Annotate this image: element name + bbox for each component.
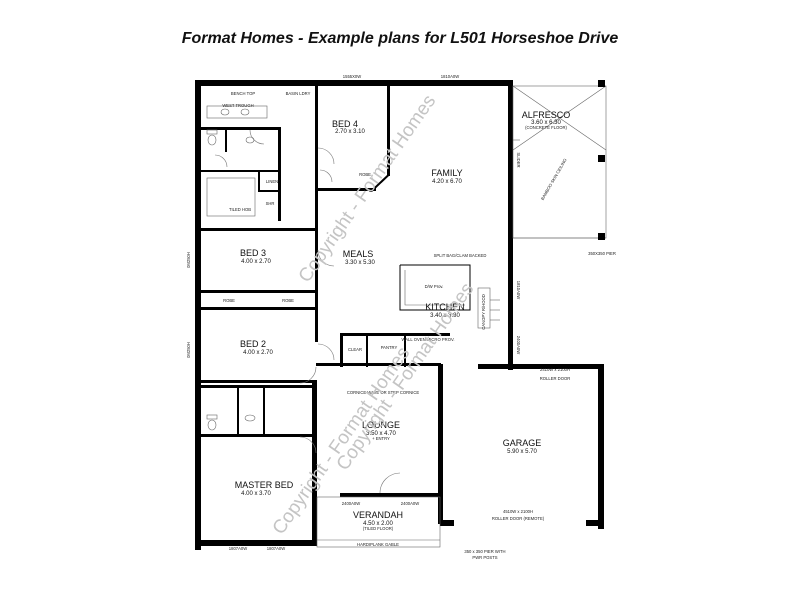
label-roller-bottom: 4510W x 2100H: [503, 509, 533, 514]
plan-title: Format Homes - Example plans for L501 Ho…: [181, 30, 619, 47]
bed4-name: BED 4: [332, 119, 358, 129]
label-win-ver1: 2400A0W: [342, 501, 360, 506]
room-family: FAMILY 4.20 x 6.70: [431, 168, 462, 185]
meals-dims: 3.30 x 5.30: [345, 260, 375, 266]
room-meals: MEALS 3.30 x 5.30: [343, 249, 376, 266]
bed2-name: BED 2: [240, 339, 266, 349]
label-win-left1: 0M250H: [186, 252, 191, 268]
label-shr: SHR: [266, 201, 275, 206]
room-garage: GARAGE 5.90 x 5.70: [503, 438, 542, 455]
label-split-bag: SPLIT BAG/CLAM BACKED: [434, 253, 487, 258]
bed2-dims: 4.00 x 2.70: [243, 350, 273, 356]
label-pier-note2: PWR POSTS: [472, 555, 497, 560]
label-slider: SLIDER: [516, 152, 521, 167]
label-canopy-rhood: CANOPY R/HOOD: [481, 294, 486, 330]
label-pier-note: 350 x 350 PIER WITH: [464, 549, 505, 554]
door-swings: [214, 129, 401, 494]
room-kitchen: KITCHEN 3.40 x 3.80: [425, 302, 465, 319]
label-robe-bed4: ROBE: [359, 172, 371, 177]
label-win-top2: 1810A0W: [441, 74, 459, 79]
room-alfresco: ALFRESCO 3.60 x 6.30 (CONCRETE FLOOR): [522, 110, 571, 130]
verandah-dims: 4.50 x 2.00: [363, 521, 393, 527]
label-win-mid1: 1810A0W: [516, 281, 521, 299]
fixtures: [206, 105, 268, 431]
label-win-mid2: 2400A0W: [516, 336, 521, 354]
lounge-name: LOUNGE: [362, 420, 400, 430]
label-win-left2: 0M250H: [186, 342, 191, 358]
label-bench-top: BENCH TOP: [231, 91, 255, 96]
alfresco-dims: 3.60 x 6.30: [531, 120, 561, 126]
room-bed4: BED 4 2.70 x 3.10: [332, 119, 366, 135]
label-bamboo: BAMBOO SKIN CEILING: [540, 158, 568, 201]
room-verandah: VERANDAH 4.50 x 2.00 (TILED FLOOR): [353, 510, 403, 531]
watermark-3: Copyright - Format Homes: [333, 279, 479, 474]
verandah-note: (TILED FLOOR): [363, 526, 394, 531]
bed3-name: BED 3: [240, 248, 266, 258]
bed4-dims: 2.70 x 3.10: [335, 129, 365, 135]
room-bed3: BED 3 4.00 x 2.70: [240, 248, 272, 265]
label-dw-prov: D/W Prov.: [425, 284, 444, 289]
label-tiled-hob: TILED HOB: [229, 207, 251, 212]
label-roller-top2: ROLLER DOOR: [540, 376, 570, 381]
lounge-dims: 3.50 x 4.70: [366, 431, 396, 437]
meals-name: MEALS: [343, 249, 374, 259]
alfresco-note: (CONCRETE FLOOR): [525, 125, 567, 130]
label-cornice: CORNICE WAVE OR STEP CORNICE: [347, 390, 419, 395]
label-wall-oven: WALL OVEN MICRO PROV.: [401, 337, 454, 342]
label-win-top1: 1555X0W: [343, 74, 361, 79]
family-name: FAMILY: [431, 168, 462, 178]
label-robe-bed3: ROBE: [223, 298, 235, 303]
garage-dims: 5.90 x 5.70: [507, 449, 537, 455]
label-roller-bottom2: ROLLER DOOR (REMOTE): [492, 516, 545, 521]
label-win-bot2: 1807A0W: [267, 546, 285, 551]
master-dims: 4.00 x 3.70: [241, 491, 271, 497]
label-robe-bed2: ROBE: [282, 298, 294, 303]
label-pantry: PANTRY: [381, 345, 398, 350]
bed3-dims: 4.00 x 2.70: [241, 259, 271, 265]
label-linen: LINEN: [266, 179, 278, 184]
room-bed2: BED 2 4.00 x 2.70: [240, 339, 274, 356]
verandah-name: VERANDAH: [353, 510, 403, 520]
master-name: MASTER BED: [235, 480, 294, 490]
kitchen-dims: 3.40 x 3.80: [430, 313, 460, 319]
walls: [195, 80, 604, 550]
kitchen-name: KITCHEN: [425, 302, 465, 312]
garage-name: GARAGE: [503, 438, 542, 448]
label-roller-top: 2410W x 2100H: [540, 367, 570, 372]
label-basin-ldry: BASIN LDRY: [286, 91, 311, 96]
kitchen-bench: [399, 264, 500, 329]
lounge-note: + ENTRY: [372, 436, 390, 441]
room-lounge: LOUNGE 3.50 x 4.70 + ENTRY: [362, 420, 400, 441]
alfresco-name: ALFRESCO: [522, 110, 571, 120]
family-dims: 4.20 x 6.70: [432, 179, 462, 185]
watermarks: Copyright - Format Homes Copyright - For…: [269, 91, 479, 538]
label-win-ver2: 2400A0W: [401, 501, 419, 506]
room-master: MASTER BED 4.00 x 3.70: [235, 480, 294, 497]
label-hardiplank: HARDIPLANK GABLE: [357, 542, 399, 547]
label-pier-right: 350X350 PIER: [588, 251, 616, 256]
alfresco-structure: [512, 80, 607, 240]
label-wet-trough: WEST TROUGH: [222, 103, 253, 108]
label-clear: CLEAR: [348, 347, 362, 352]
label-win-bot1: 1807A0W: [229, 546, 247, 551]
